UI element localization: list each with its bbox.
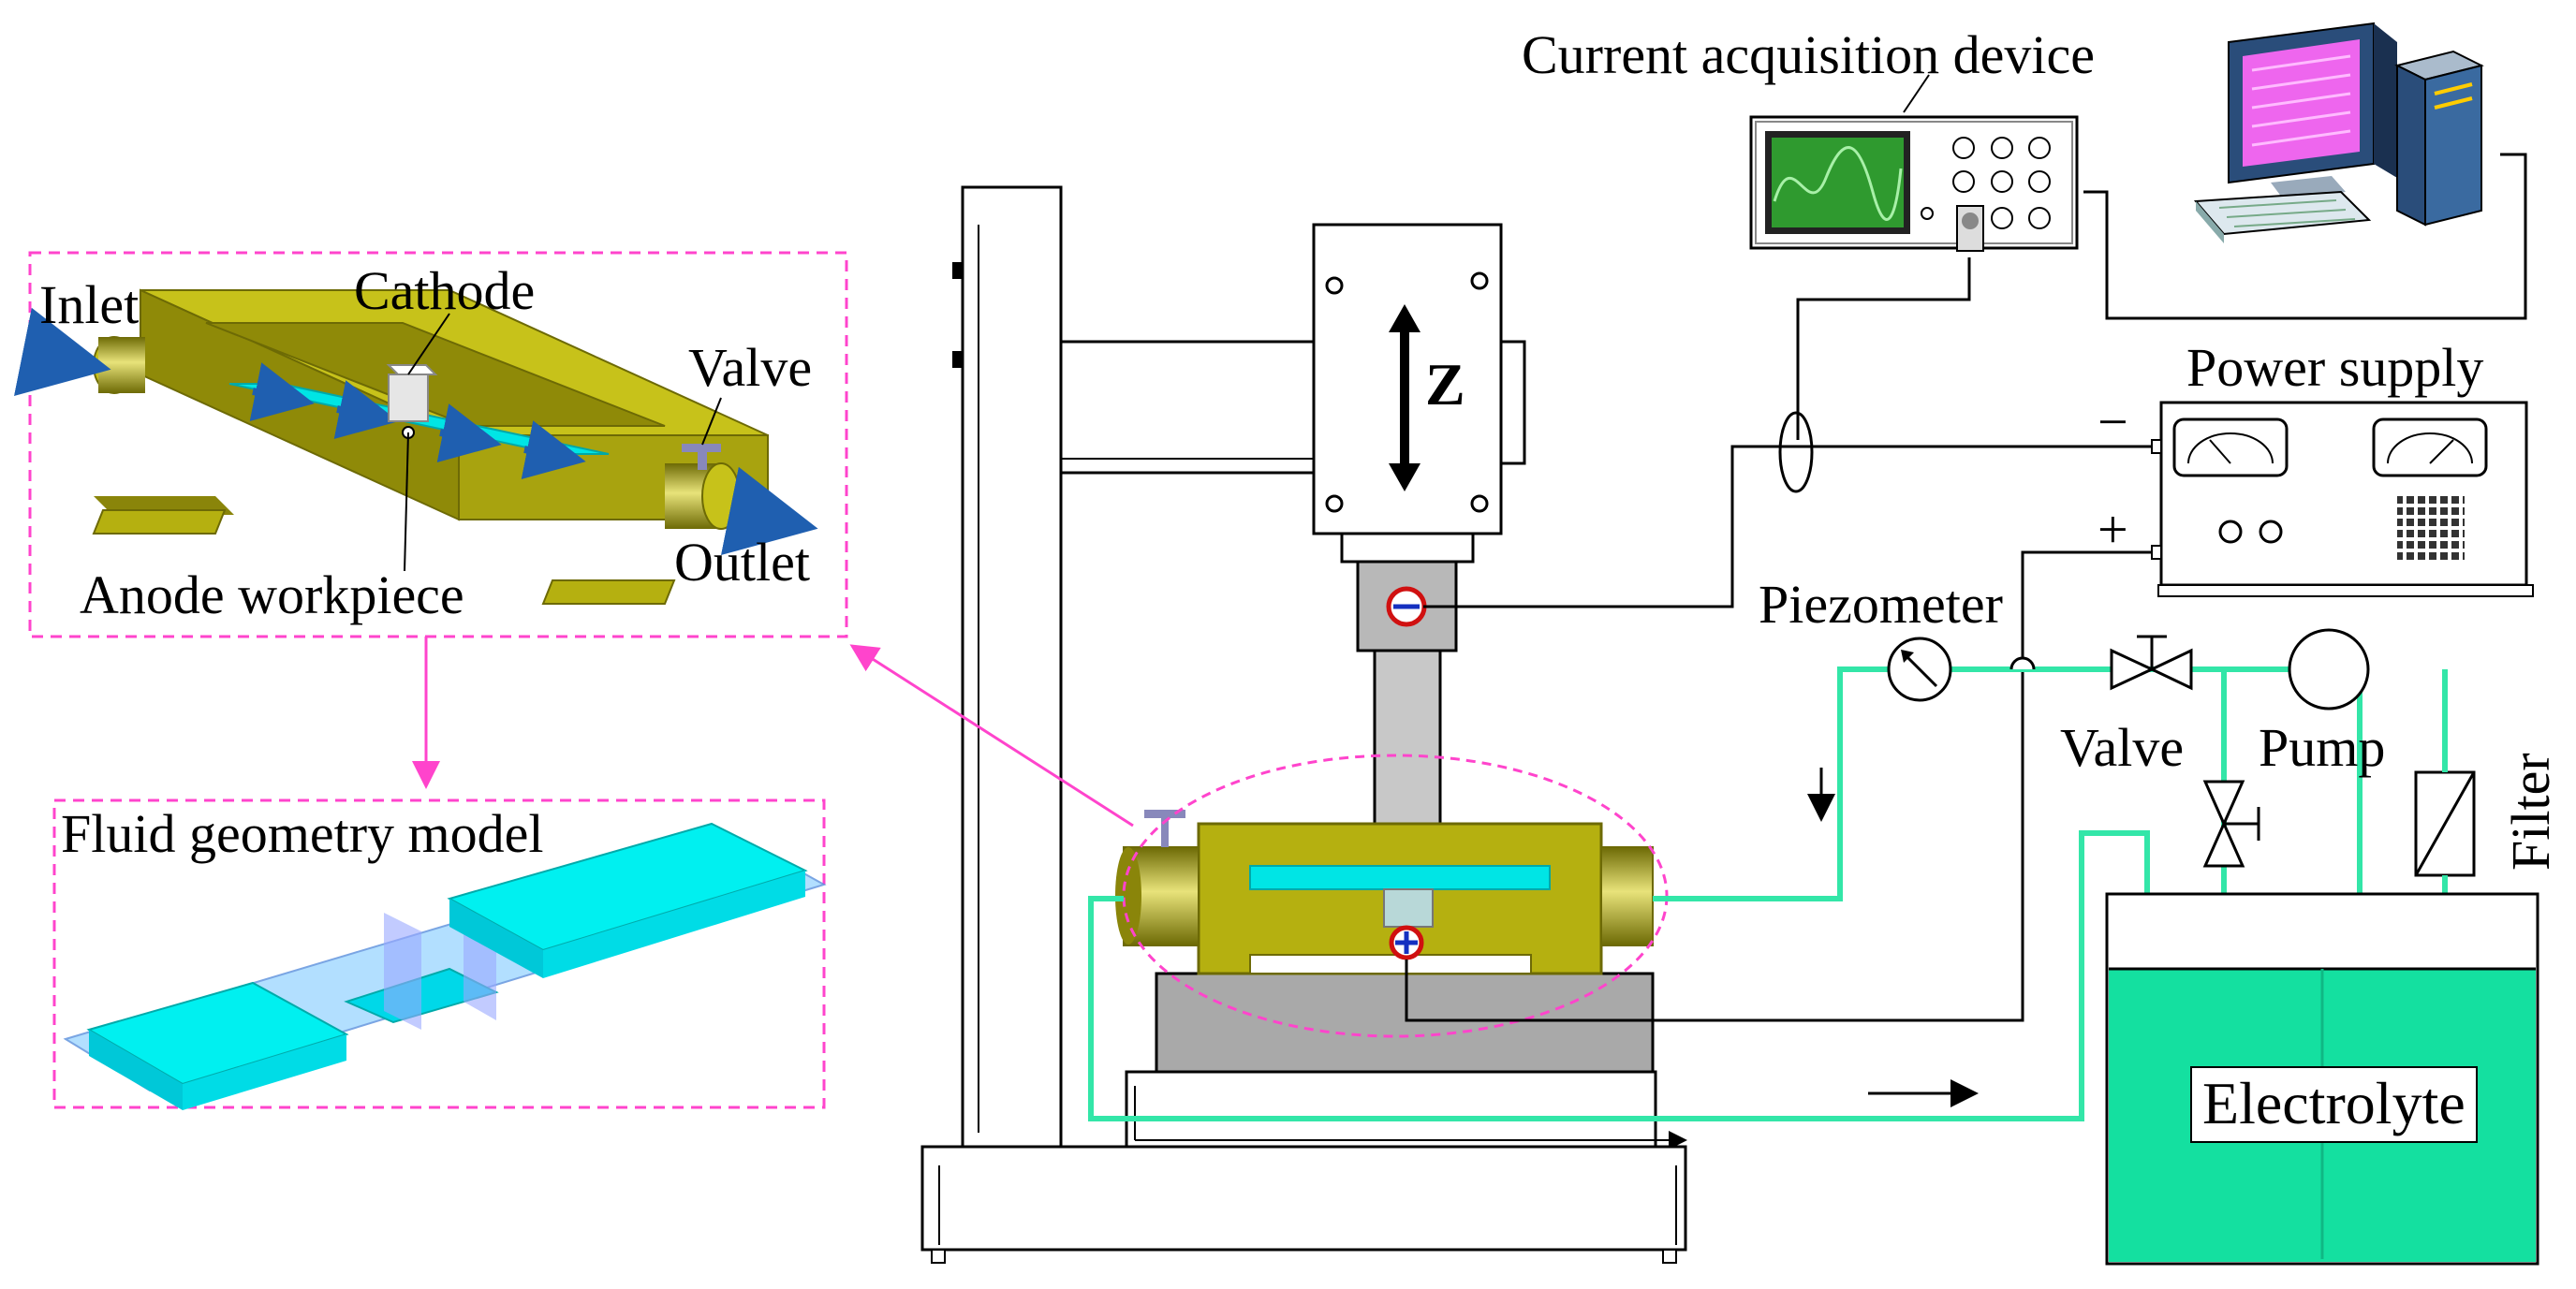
oscilloscope-icon bbox=[1749, 115, 2079, 252]
inlet-label: Inlet bbox=[39, 274, 139, 335]
outlet-label: Outlet bbox=[674, 532, 810, 593]
valve-label: Valve bbox=[2060, 717, 2184, 778]
valve-icon bbox=[2110, 635, 2193, 691]
piezometer-label: Piezometer bbox=[1759, 574, 2003, 635]
cathode-label: Cathode bbox=[354, 260, 535, 321]
fixture-inset: Inlet Cathode Valve Outlet Anode workpie… bbox=[13, 251, 848, 638]
electrolyte-tank bbox=[2105, 892, 2539, 1266]
minus-circle-icon bbox=[1386, 586, 1427, 627]
z-axis-label: Z bbox=[1425, 351, 1465, 417]
pump-label: Pump bbox=[2259, 717, 2385, 778]
plus-circle-icon bbox=[1389, 925, 1424, 960]
fluid-geometry-inset: Fluid geometry model bbox=[52, 798, 827, 1110]
callout-arrow bbox=[849, 644, 1134, 828]
power-supply-label: Power supply bbox=[2186, 337, 2483, 398]
anode-workpiece-label: Anode workpiece bbox=[80, 564, 464, 625]
plus-terminal-label: + bbox=[2098, 499, 2128, 560]
pump-icon bbox=[2288, 628, 2370, 710]
machine-fixture bbox=[1115, 810, 1654, 975]
filter-label: Filter bbox=[2500, 753, 2561, 871]
electrolyte-label: Electrolyte bbox=[2202, 1070, 2466, 1136]
inset-valve-label: Valve bbox=[688, 337, 812, 398]
wiring bbox=[1405, 153, 2527, 1022]
power-supply bbox=[2151, 401, 2534, 597]
piezometer-icon bbox=[1887, 637, 1952, 702]
fluid-geometry-label: Fluid geometry model bbox=[61, 803, 544, 864]
minus-terminal-label: − bbox=[2098, 391, 2128, 452]
machine-frame: Z bbox=[920, 185, 1687, 1264]
filter-icon bbox=[2414, 770, 2476, 877]
current-acquisition-label: Current acquisition device bbox=[1522, 24, 2095, 85]
computer-icon bbox=[2193, 22, 2484, 243]
bypass-valve-icon bbox=[2202, 780, 2260, 868]
current-probe-icon bbox=[1778, 411, 1814, 493]
